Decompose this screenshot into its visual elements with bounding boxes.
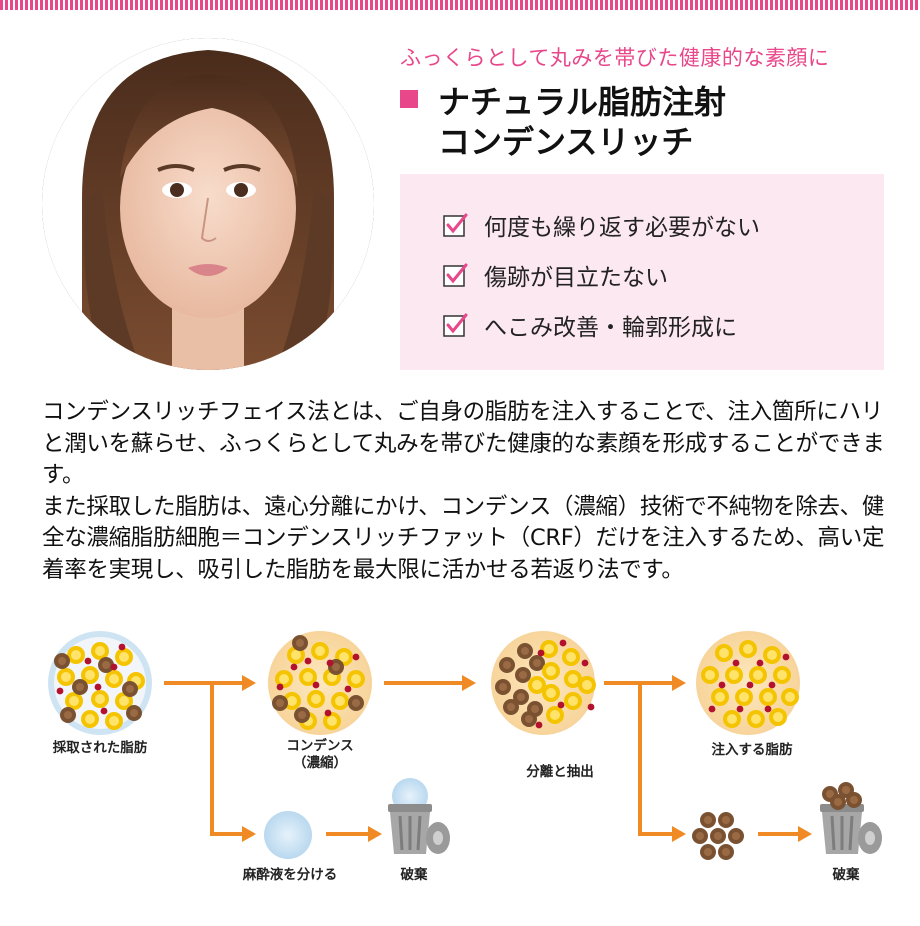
step2-condensed-fat-icon: [268, 631, 372, 735]
arrow-right-icon: [638, 826, 686, 842]
process-flow-diagram: 採取された脂肪 コンデンス （濃縮） 分離と抽出 注入する脂肪 麻酔液を分ける …: [0, 610, 920, 926]
description: コンデンスリッチフェイス法とは、ご自身の脂肪を注入することで、注入箇所にハリと潤…: [42, 397, 892, 586]
arrow-right-icon: [164, 675, 256, 691]
page-title: ナチュラル脂肪注射 コンデンスリッチ: [400, 82, 900, 162]
trash-can-icon: [386, 778, 452, 856]
step2-sublabel: （濃縮）: [293, 755, 347, 771]
step4-injected-fat-icon: [696, 631, 800, 735]
checklist-item-label: へこみ改善・輪郭形成に: [484, 315, 737, 341]
checklist-item: 何度も繰り返す必要がない: [442, 210, 760, 241]
discard-label-1: 破棄: [400, 867, 428, 883]
arrow-right-icon: [604, 675, 686, 691]
anesthetic-fluid-icon: [264, 811, 312, 859]
step2-label: コンデンス: [286, 738, 354, 754]
arrow-right-icon: [326, 826, 382, 842]
title-line-1: ナチュラル脂肪注射: [438, 83, 727, 121]
title-line-2: コンデンスリッチ: [438, 123, 694, 161]
brown-impurities-icon: [692, 812, 744, 860]
checklist-item-label: 傷跡が目立たない: [484, 265, 668, 291]
checklist-item-label: 何度も繰り返す必要がない: [484, 215, 760, 241]
subtitle: ふっくらとして丸みを帯びた健康的な素顔に: [400, 46, 830, 70]
arrow-right-icon: [384, 675, 476, 691]
checkbox-checked-icon: [443, 263, 468, 287]
step3-separation-icon: [491, 631, 596, 735]
checklist-panel: 何度も繰り返す必要がない 傷跡が目立たない へこみ改善・輪郭形成に: [400, 174, 884, 370]
anesthetic-label: 麻酔液を分ける: [242, 867, 338, 883]
portrait-photo: [42, 38, 374, 370]
step3-label: 分離と抽出: [526, 764, 594, 780]
arrow-right-icon: [758, 826, 812, 842]
step4-label: 注入する脂肪: [711, 742, 793, 758]
decorative-top-border: [0, 0, 920, 10]
title-marker-icon: [400, 90, 418, 108]
step1-label: 採取された脂肪: [52, 740, 148, 756]
discard-label-2: 破棄: [832, 867, 860, 883]
checklist-item: へこみ改善・輪郭形成に: [442, 310, 737, 341]
description-paragraph-2: また採取した脂肪は、遠心分離にかけ、コンデンス（濃縮）技術で不純物を除去、健全な…: [42, 493, 885, 583]
checkbox-checked-icon: [443, 313, 468, 337]
checklist-item: 傷跡が目立たない: [442, 260, 668, 291]
checkbox-checked-icon: [443, 213, 468, 237]
arrow-right-icon: [210, 826, 256, 842]
trash-can-icon: [818, 782, 884, 856]
step1-collected-fat-icon: [48, 631, 152, 735]
description-paragraph-1: コンデンスリッチフェイス法とは、ご自身の脂肪を注入することで、注入箇所にハリと潤…: [42, 399, 885, 488]
